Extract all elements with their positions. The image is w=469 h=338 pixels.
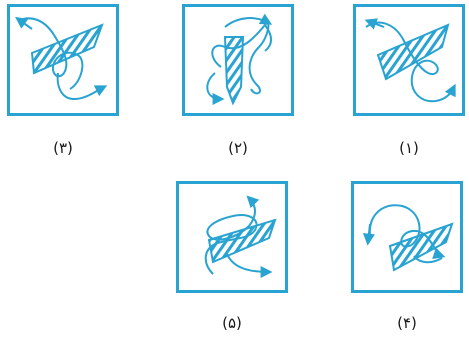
ribbon-knot-drawing [206,13,273,106]
ribbon-knot-drawing [364,18,456,103]
panel-label-2: (۲) [228,139,248,157]
figure-panel-3 [7,4,119,116]
ribbon-knot-drawing [204,195,277,278]
ribbon-knot-drawing [15,16,108,101]
ribbon-knot-drawing [362,204,454,272]
panel-label-4: (۴) [397,314,417,332]
panel-label-1: (۱) [399,139,419,157]
figure-panel-1 [353,4,465,116]
figure-panel-4 [351,181,463,293]
panel-label-3: (۳) [53,139,73,157]
figure-panel-5 [176,181,288,293]
panel-label-5: (۵) [222,314,242,332]
figure-panel-2 [182,4,294,116]
